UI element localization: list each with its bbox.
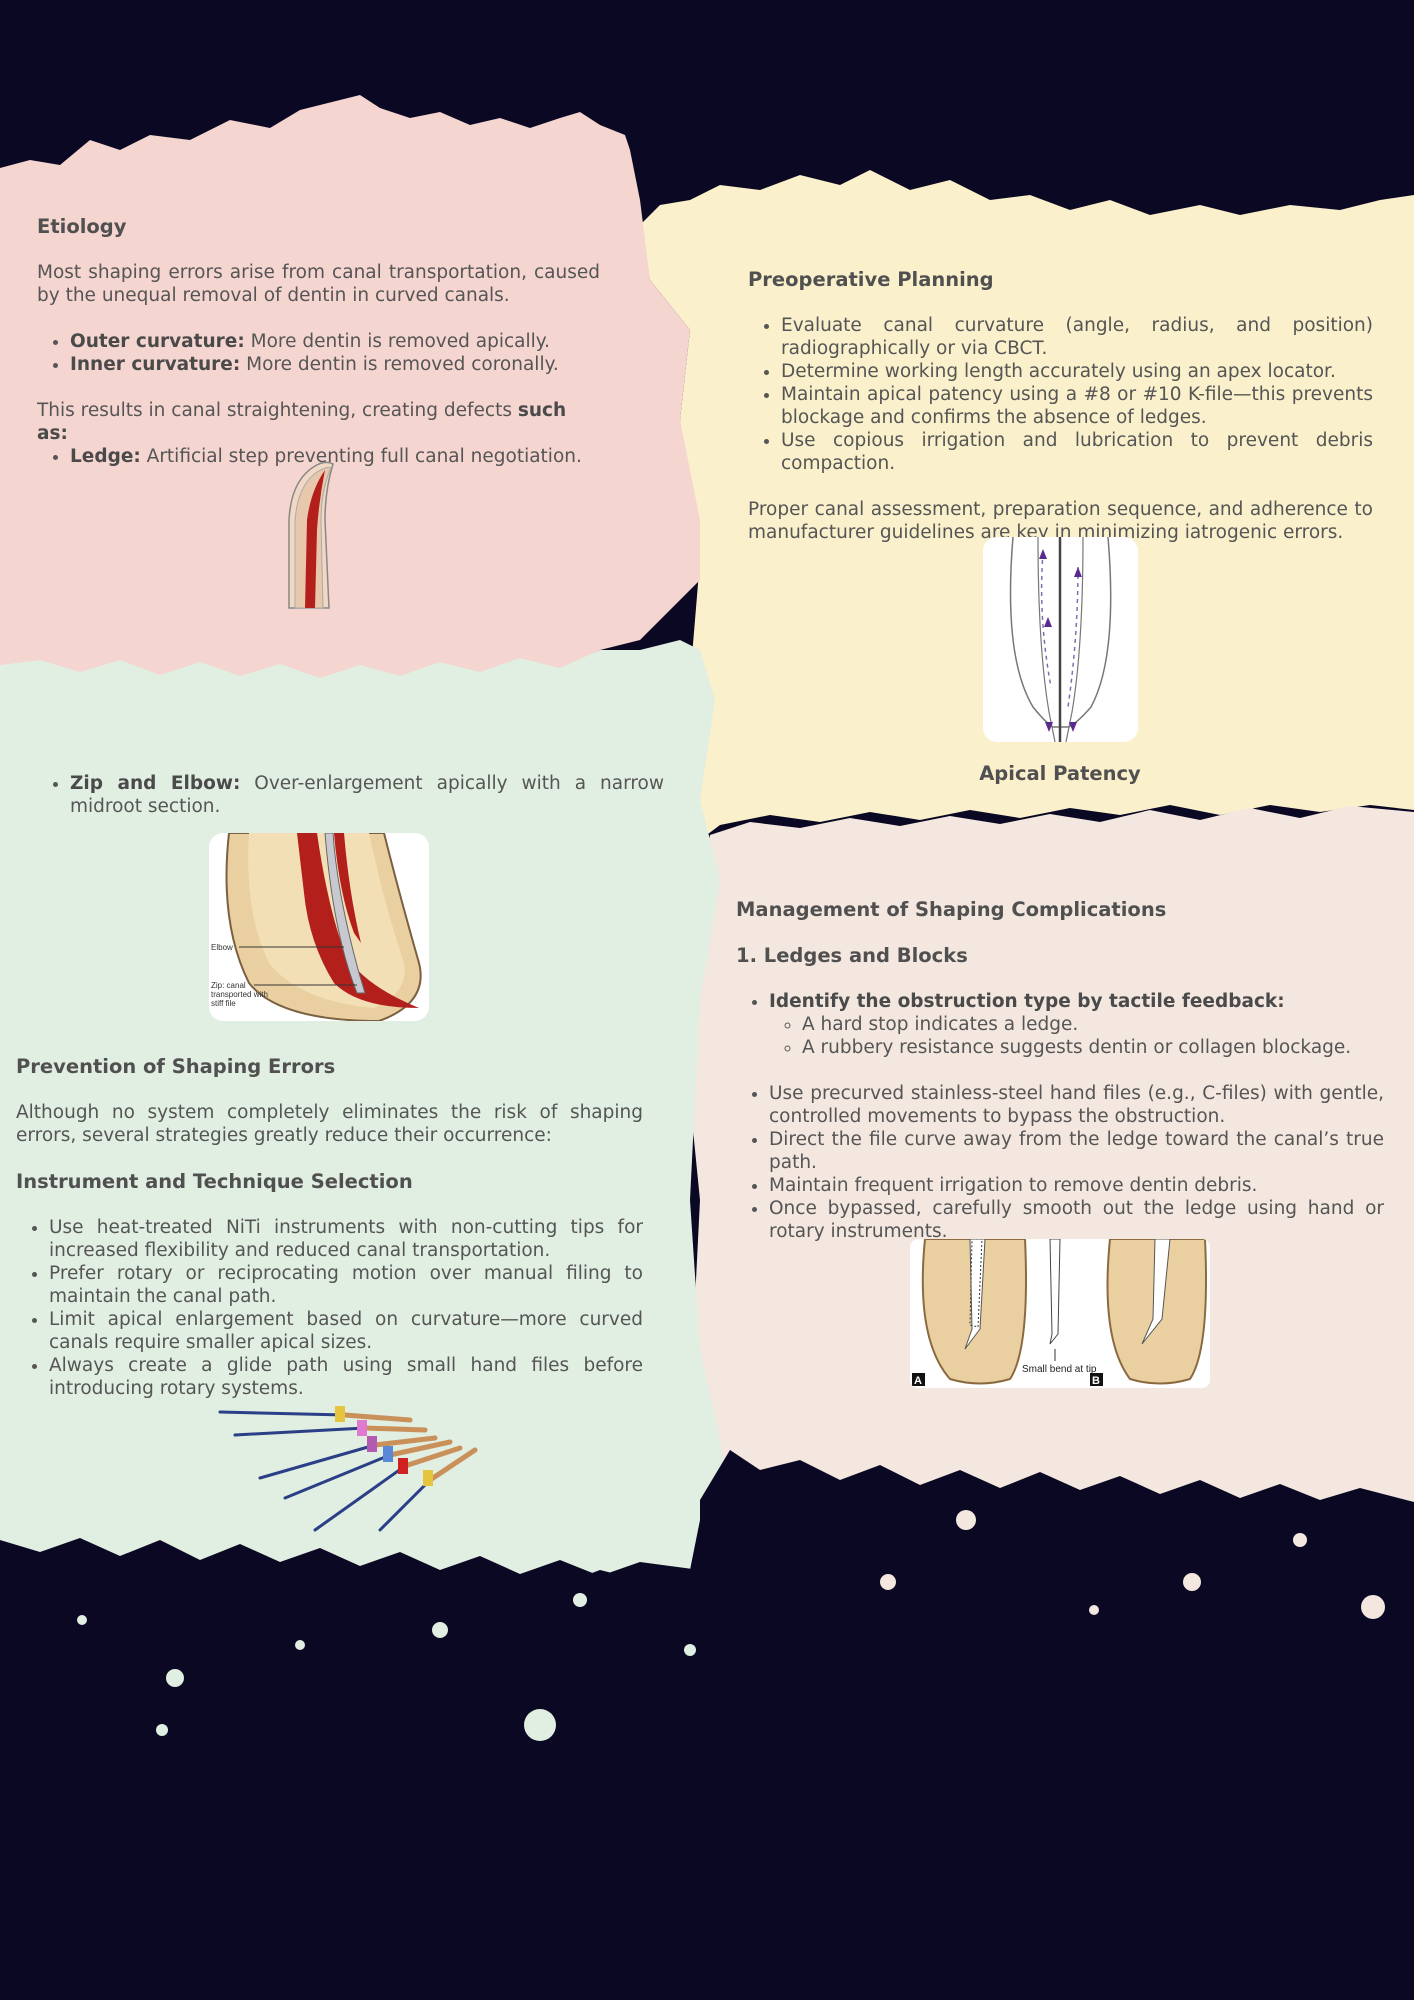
zip-elbow-list: Zip and Elbow: Over-enlargement apically… <box>37 772 664 818</box>
curvature-list: Outer curvature: More dentin is removed … <box>37 330 600 376</box>
list-item: Use copious irrigation and lubrication t… <box>781 429 1373 475</box>
prevention-intro: Although no system completely eliminates… <box>16 1102 643 1146</box>
preoperative-section: Preoperative Planning Evaluate canal cur… <box>748 268 1373 544</box>
technique-subheading: Instrument and Technique Selection <box>16 1170 413 1193</box>
list-item: Use heat-treated NiTi instruments with n… <box>49 1216 643 1262</box>
management-list: Use precurved stainless-steel hand files… <box>736 1082 1384 1243</box>
list-item: Use precurved stainless-steel hand files… <box>769 1082 1384 1128</box>
elbow-label: Elbow <box>211 943 233 952</box>
splatter-dots <box>77 1593 696 1741</box>
management-heading: Management of Shaping Complications <box>736 898 1167 921</box>
identify-list: Identify the obstruction type by tactile… <box>736 990 1384 1059</box>
ledge-bypass-figure: Small bend at tip A B <box>910 1239 1210 1388</box>
result-text: This results in canal straightening, cre… <box>37 400 567 444</box>
prevention-section: Prevention of Shaping Errors Although no… <box>16 1055 643 1400</box>
zip-label-1: Zip: canal <box>211 981 246 990</box>
management-section: Management of Shaping Complications 1. L… <box>736 898 1384 1243</box>
list-item: Direct the file curve away from the ledg… <box>769 1128 1384 1174</box>
small-bend-label: Small bend at tip <box>1022 1364 1097 1375</box>
list-item: Inner curvature: More dentin is removed … <box>70 353 600 376</box>
list-item: Zip and Elbow: Over-enlargement apically… <box>70 772 664 818</box>
list-item: Determine working length accurately usin… <box>781 360 1373 383</box>
list-item: Maintain frequent irrigation to remove d… <box>769 1174 1384 1197</box>
ink-splatter <box>0 1450 1414 2000</box>
ledge-tooth-figure <box>288 461 334 609</box>
list-item: Outer curvature: More dentin is removed … <box>70 330 600 353</box>
list-item: Always create a glide path using small h… <box>49 1354 643 1400</box>
list-item: Limit apical enlargement based on curvat… <box>49 1308 643 1354</box>
label-b: B <box>1092 1375 1100 1387</box>
apical-patency-figure <box>983 537 1138 742</box>
prevention-heading: Prevention of Shaping Errors <box>16 1055 336 1078</box>
preoperative-list: Evaluate canal curvature (angle, radius,… <box>748 314 1373 475</box>
list-item: Evaluate canal curvature (angle, radius,… <box>781 314 1373 360</box>
apical-patency-caption: Apical Patency <box>979 762 1141 785</box>
identify-sublist: A hard stop indicates a ledge. A rubbery… <box>769 1013 1384 1059</box>
ledges-subheading: 1. Ledges and Blocks <box>736 944 968 967</box>
preoperative-heading: Preoperative Planning <box>748 268 994 291</box>
etiology-intro: Most shaping errors arise from canal tra… <box>37 262 600 306</box>
list-item: Prefer rotary or reciprocating motion ov… <box>49 1262 643 1308</box>
technique-list: Use heat-treated NiTi instruments with n… <box>16 1216 643 1400</box>
rotary-files-figure <box>218 1406 478 1532</box>
etiology-heading: Etiology <box>37 215 127 238</box>
preoperative-summary: Proper canal assessment, preparation seq… <box>748 499 1373 543</box>
zip-elbow-section: Zip and Elbow: Over-enlargement apically… <box>37 772 664 818</box>
etiology-section: Etiology Most shaping errors arise from … <box>37 215 600 468</box>
label-a: A <box>914 1375 922 1387</box>
list-item: Ledge: Artificial step preventing full c… <box>70 445 600 468</box>
list-item: Identify the obstruction type by tactile… <box>769 990 1384 1059</box>
splatter-dots-beige <box>880 1510 1385 1619</box>
list-item: Once bypassed, carefully smooth out the … <box>769 1197 1384 1243</box>
pink-panel-shape <box>0 95 700 695</box>
green-panel-shape <box>0 640 730 1600</box>
list-item: A rubbery resistance suggests dentin or … <box>802 1036 1384 1059</box>
beige-panel-shape <box>680 806 1414 1545</box>
yellow-panel-shape <box>640 170 1414 840</box>
list-item: Maintain apical patency using a #8 or #1… <box>781 383 1373 429</box>
defect-list: Ledge: Artificial step preventing full c… <box>37 445 600 468</box>
zip-elbow-figure: Elbow Zip: canal transported with stiff … <box>209 833 429 1021</box>
zip-label-3: stiff file <box>211 999 236 1008</box>
zip-label-2: transported with <box>211 990 268 999</box>
list-item: A hard stop indicates a ledge. <box>802 1013 1384 1036</box>
